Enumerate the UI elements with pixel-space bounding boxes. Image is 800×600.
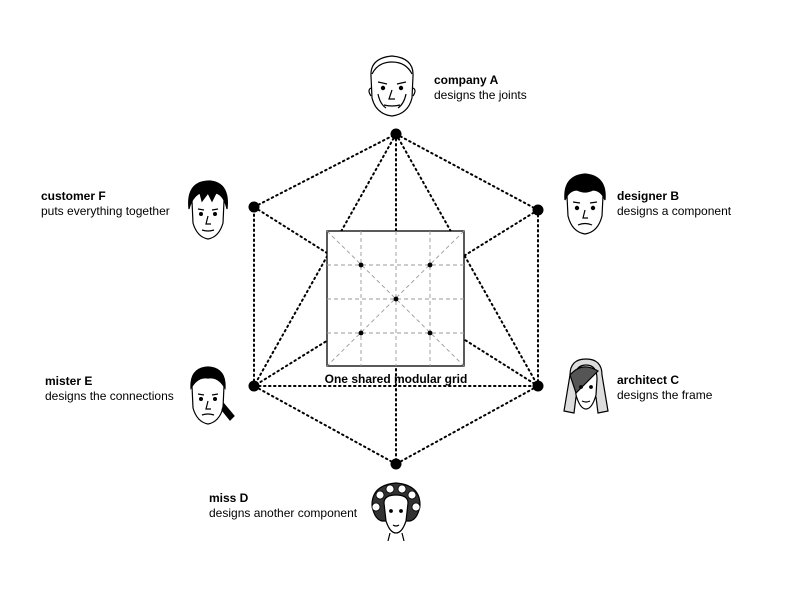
vertex-miss-d (390, 458, 402, 470)
actor-name: designer B (617, 189, 680, 203)
vertex-mister-e (248, 380, 260, 392)
grid-caption: One shared modular grid (324, 372, 468, 386)
actor-name: customer F (41, 189, 106, 203)
modular-grid (326, 230, 465, 367)
hexagon-outline (253, 133, 539, 465)
actor-customer-f: customer F puts everything together (41, 189, 170, 219)
vertex-designer-b (532, 204, 544, 216)
actor-architect-c: architect C designs the frame (617, 373, 712, 403)
portrait-company-a-icon (368, 55, 416, 117)
actor-name: miss D (209, 491, 249, 505)
portrait-architect-c-icon (563, 358, 609, 414)
vertex-customer-f (248, 201, 260, 213)
grid-node (358, 330, 364, 336)
portrait-miss-d-icon (371, 482, 421, 542)
hexagon-vertices (248, 128, 544, 470)
grid-node (427, 262, 433, 268)
actor-designer-b: designer B designs a component (617, 189, 731, 219)
actor-role: designs the frame (617, 388, 713, 402)
grid-node (427, 330, 433, 336)
actor-name: company A (434, 73, 499, 87)
actor-mister-e: mister E designs the connections (45, 374, 174, 404)
portrait-mister-e-icon (190, 366, 235, 425)
actor-role: designs a component (617, 204, 732, 218)
actor-role: designs another component (209, 506, 358, 520)
actor-role: puts everything together (41, 204, 170, 218)
portrait-customer-f-icon (188, 180, 228, 240)
actor-company-a: company A designs the joints (434, 73, 527, 103)
portrait-designer-b-icon (564, 173, 606, 235)
actor-name: mister E (45, 374, 93, 388)
actor-role: designs the joints (434, 88, 527, 102)
actor-role: designs the connections (45, 389, 174, 403)
grid-node (393, 296, 399, 302)
actor-name: architect C (617, 373, 680, 387)
vertex-company-a (390, 128, 402, 140)
actor-miss-d: miss D designs another component (209, 491, 357, 521)
vertex-architect-c (532, 380, 544, 392)
grid-node (358, 262, 364, 268)
